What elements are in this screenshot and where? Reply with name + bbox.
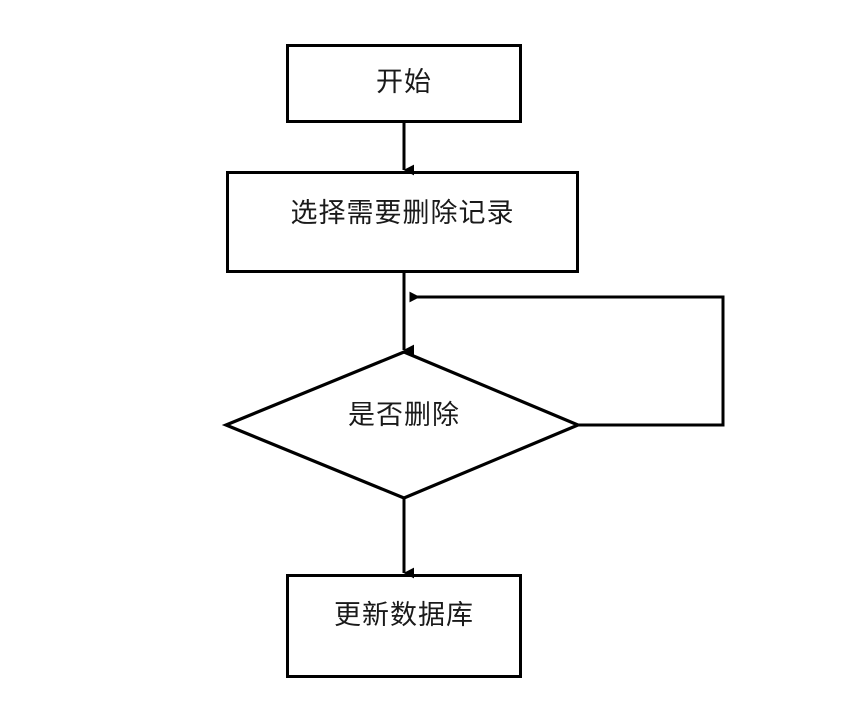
edge-decision-loop-back bbox=[409, 291, 725, 427]
node-start-shape bbox=[286, 44, 522, 123]
node-update-shape bbox=[286, 574, 522, 678]
node-decision-shape bbox=[221, 350, 583, 500]
node-select-shape bbox=[226, 171, 579, 273]
